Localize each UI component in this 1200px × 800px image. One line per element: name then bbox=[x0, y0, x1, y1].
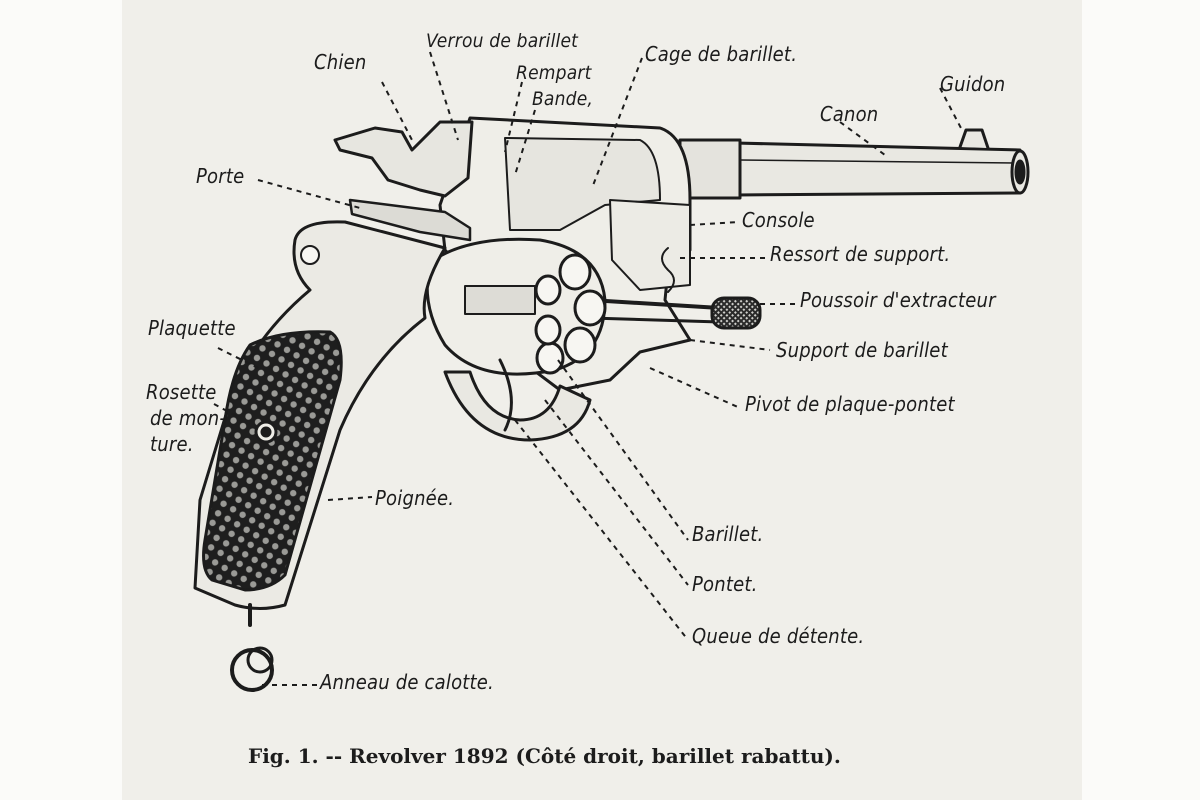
label-verrou-de-barillet: Verrou de barillet bbox=[426, 30, 579, 52]
label-plaquette: Plaquette bbox=[148, 316, 236, 340]
label-ressort-de-support: Ressort de support. bbox=[770, 242, 951, 266]
label-anneau-de-calotte: Anneau de calotte. bbox=[320, 670, 494, 694]
label-cage-de-barillet: Cage de barillet. bbox=[645, 42, 798, 66]
label-poussoir-extracteur: Poussoir d'extracteur bbox=[800, 288, 996, 312]
label-rosette-line1: Rosette bbox=[146, 380, 217, 404]
label-rosette-line3: ture. bbox=[150, 432, 194, 456]
label-rempart: Rempart bbox=[516, 62, 592, 84]
label-porte: Porte bbox=[196, 164, 245, 188]
label-guidon: Guidon bbox=[940, 72, 1006, 96]
barrel-shape bbox=[678, 128, 1030, 200]
label-canon: Canon bbox=[820, 102, 879, 126]
label-rosette-line2: de mon- bbox=[150, 406, 227, 430]
lanyard-ring-shape bbox=[230, 603, 274, 692]
label-pontet: Pontet. bbox=[692, 572, 758, 596]
label-queue-de-detente: Queue de détente. bbox=[692, 624, 865, 648]
figure-caption: Fig. 1. -- Revolver 1892 (Côté droit, ba… bbox=[248, 744, 841, 768]
label-support-de-barillet: Support de barillet bbox=[776, 338, 948, 362]
right-margin bbox=[1082, 0, 1200, 800]
grip-shape bbox=[193, 220, 447, 610]
extractor-knob-shape bbox=[710, 296, 762, 330]
hammer-shape bbox=[333, 120, 474, 242]
label-chien: Chien bbox=[314, 50, 367, 74]
leader-lines bbox=[213, 51, 963, 686]
label-barillet: Barillet. bbox=[692, 522, 764, 546]
label-poignee: Poignée. bbox=[375, 486, 455, 510]
label-pivot-plaque-pontet: Pivot de plaque-pontet bbox=[745, 392, 955, 416]
left-margin bbox=[0, 0, 122, 800]
cylinder-shape bbox=[425, 237, 607, 376]
label-bande: Bande, bbox=[532, 88, 594, 110]
label-console: Console bbox=[742, 208, 815, 232]
